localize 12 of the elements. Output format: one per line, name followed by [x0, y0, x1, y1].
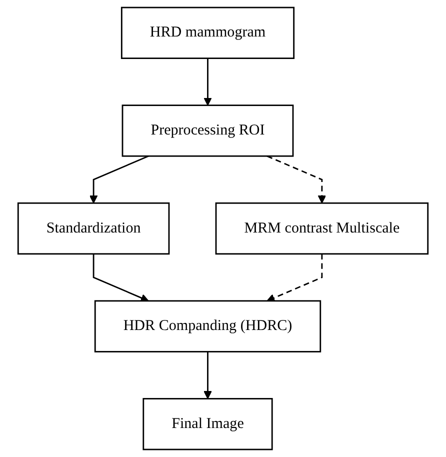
- arrow: [266, 155, 326, 204]
- node-box: Preprocessing ROI: [122, 104, 294, 157]
- arrow: [204, 58, 212, 106]
- node-box: Standardization: [17, 202, 170, 255]
- node-box: HRD mammogram: [120, 6, 295, 59]
- node-box: MRM contrast Multiscale: [215, 202, 429, 255]
- arrow: [89, 155, 149, 204]
- node-box: Final Image: [142, 398, 273, 450]
- arrow: [92, 254, 149, 302]
- arrow: [266, 254, 323, 302]
- node-box: HDR Companding (HDRC): [94, 300, 322, 352]
- arrow: [204, 352, 212, 400]
